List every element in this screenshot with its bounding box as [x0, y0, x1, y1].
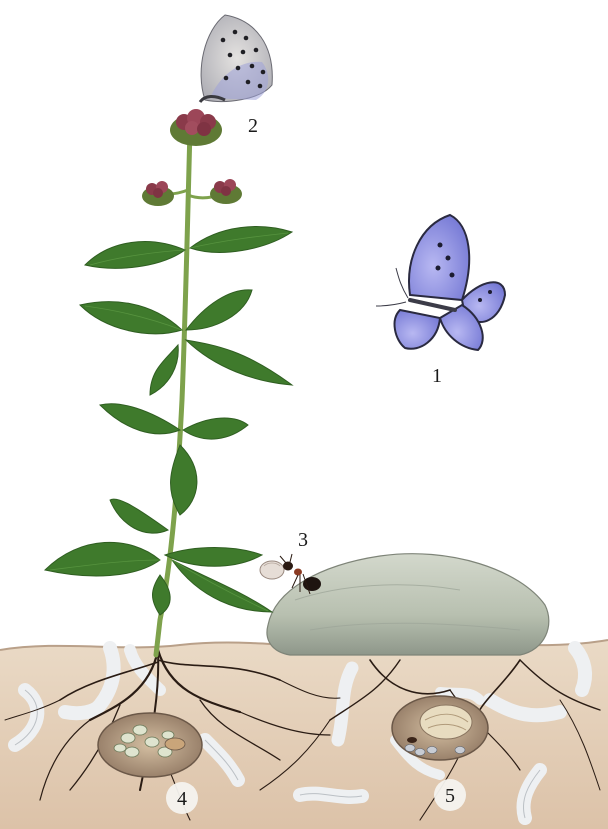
- butterfly-resting-on-flower: [200, 15, 272, 102]
- ant-carrying-caterpillar: [260, 554, 321, 594]
- label-badge-pupa: 5: [434, 779, 466, 811]
- plant-leaves: [45, 227, 292, 615]
- label-pupa-chamber: 5: [445, 785, 455, 807]
- stone: [267, 554, 549, 655]
- ant-nest-larvae-chamber: [98, 713, 202, 777]
- label-ant: 3: [298, 529, 308, 551]
- label-badge-nest: 4: [166, 782, 198, 814]
- pupa-chamber: [392, 696, 488, 760]
- label-ant-nest: 4: [177, 788, 187, 810]
- label-butterfly-flying: 1: [432, 365, 442, 387]
- label-butterfly-on-flower: 2: [248, 115, 258, 137]
- butterfly-flying: [376, 215, 505, 350]
- flower-heads: [142, 109, 242, 206]
